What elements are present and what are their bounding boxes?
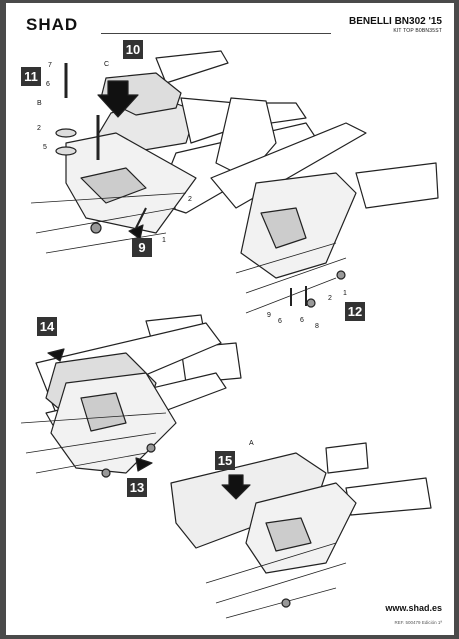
label-7: 7 xyxy=(48,62,52,69)
instruction-sheet: SHAD BENELLI BN302 '15 KIT TOP B0BN35ST xyxy=(6,3,454,635)
diagram-step-13-14 xyxy=(20,314,242,478)
header-title-box: BENELLI BN302 '15 KIT TOP B0BN35ST xyxy=(349,16,442,34)
diagram-step-15 xyxy=(170,442,432,619)
label-1-rail: 1 xyxy=(162,237,166,244)
label-9-rack: 9 xyxy=(267,312,271,319)
label-6: 6 xyxy=(46,81,50,88)
label-6-rack: 6 xyxy=(278,318,282,325)
header-rule xyxy=(101,33,331,34)
diagram-step-12 xyxy=(210,97,439,314)
document-reference: REF. 500479 Edición 1ª xyxy=(394,620,442,625)
label-2-rack: 2 xyxy=(328,295,332,302)
assembly-illustrations xyxy=(20,50,439,619)
website-url: www.shad.es xyxy=(385,603,442,613)
model-title: BENELLI BN302 '15 xyxy=(349,16,442,27)
step-9-badge: 9 xyxy=(132,238,152,257)
step-15-badge: 15 xyxy=(215,451,235,470)
step-10-badge: 10 xyxy=(123,40,143,59)
label-1-rack: 1 xyxy=(343,290,347,297)
label-5: 5 xyxy=(43,144,47,151)
step-13-badge: 13 xyxy=(127,478,147,497)
label-b: B xyxy=(37,100,42,107)
label-c: C xyxy=(104,61,110,68)
label-8-rack: 8 xyxy=(315,323,319,330)
brand-logo: SHAD xyxy=(26,15,79,34)
step-14-badge: 14 xyxy=(37,317,57,336)
label-a: A xyxy=(249,440,254,447)
step-11-badge: 11 xyxy=(21,67,41,86)
label-2-rail: 2 xyxy=(188,196,192,203)
step-12-badge: 12 xyxy=(345,302,365,321)
label-6-rack-b: 6 xyxy=(300,317,304,324)
label-2: 2 xyxy=(37,125,41,132)
kit-reference: KIT TOP B0BN35ST xyxy=(393,28,442,34)
